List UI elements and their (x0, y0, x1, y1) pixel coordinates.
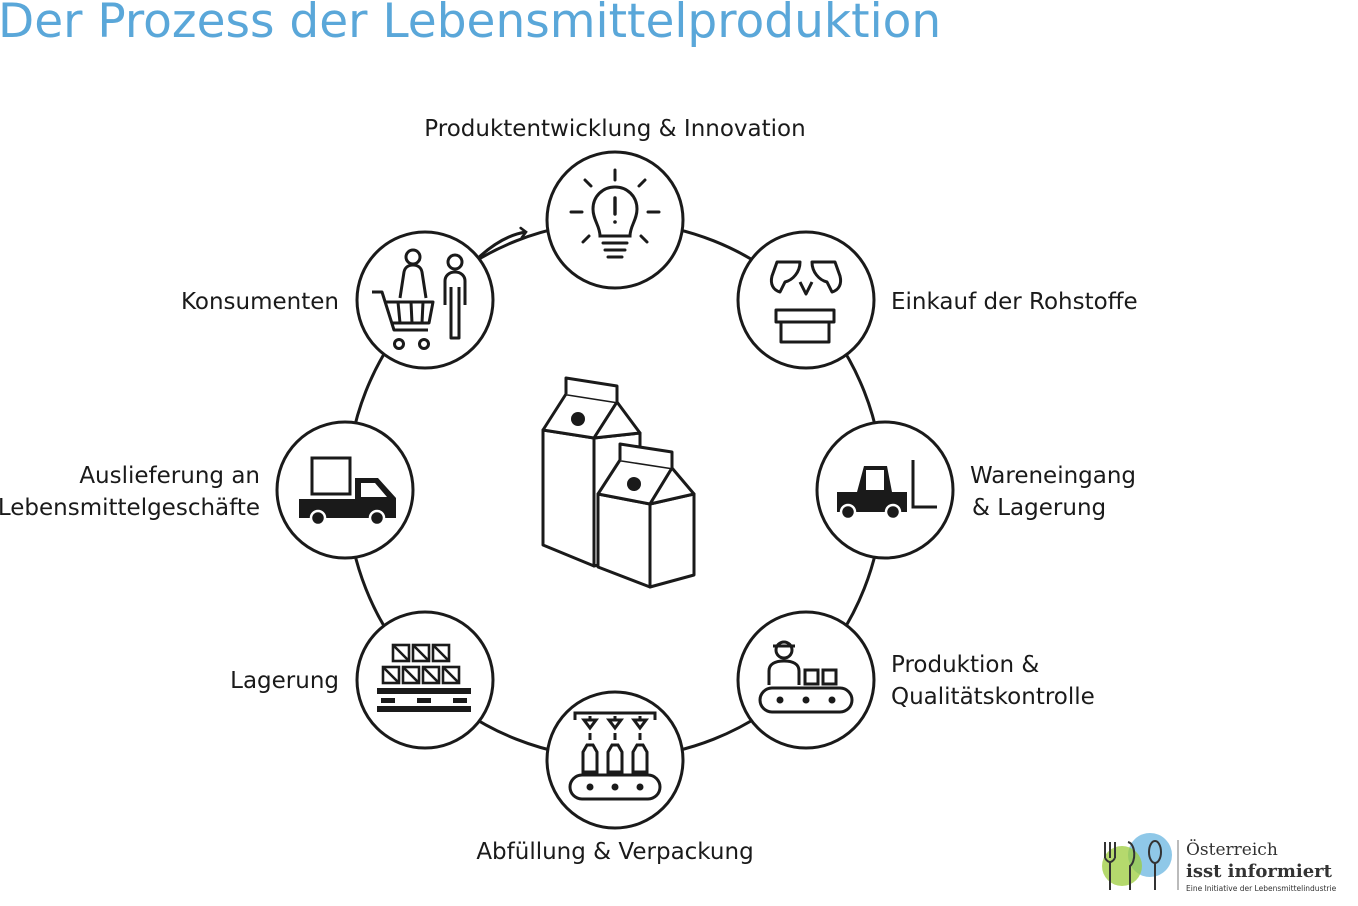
step-label-2: Einkauf der Rohstoffe (891, 289, 1138, 315)
pallet-boxes-icon (377, 643, 471, 712)
cutlery-icon (1104, 840, 1162, 890)
step-node-2 (736, 230, 876, 370)
logo-line-2: isst informiert (1186, 861, 1333, 882)
step-label-4-line-1: Produktion & (891, 652, 1039, 678)
step-node-5 (545, 690, 685, 830)
step-label-3-line-2: & Lagerung (972, 495, 1106, 521)
step-node-1 (545, 150, 685, 290)
forklift-icon (837, 460, 937, 521)
step-label-4-line-2: Qualitätskontrolle (891, 684, 1095, 710)
step-label-1: Produktentwicklung & Innovation (424, 116, 805, 142)
step-node-6 (355, 610, 495, 750)
worker-conveyor-icon (758, 640, 854, 714)
delivery-truck-icon (299, 456, 396, 527)
page-title: Der Prozess der Lebensmittelproduktion (0, 0, 942, 49)
step-node-7 (275, 420, 415, 560)
brand-logo: Österreich isst informiert Eine Initiati… (1102, 833, 1337, 893)
milk-cartons-icon (541, 376, 696, 589)
shoppers-cart-icon (372, 248, 467, 350)
step-label-6: Lagerung (230, 668, 339, 694)
filling-line-icon (568, 711, 662, 801)
step-label-5: Abfüllung & Verpackung (476, 839, 753, 865)
logo-line-1: Österreich (1186, 839, 1278, 860)
logo-line-3: Eine Initiative der Lebensmittelindustri… (1186, 884, 1337, 893)
milk-jugs-box-icon (769, 260, 843, 344)
step-label-7-line-1: Auslieferung an (79, 463, 260, 489)
step-label-3-line-1: Wareneingang (970, 463, 1136, 489)
step-label-7-line-2: Lebensmittelgeschäfte (0, 495, 260, 521)
step-label-8: Konsumenten (181, 289, 339, 315)
lightbulb-icon (569, 168, 661, 259)
